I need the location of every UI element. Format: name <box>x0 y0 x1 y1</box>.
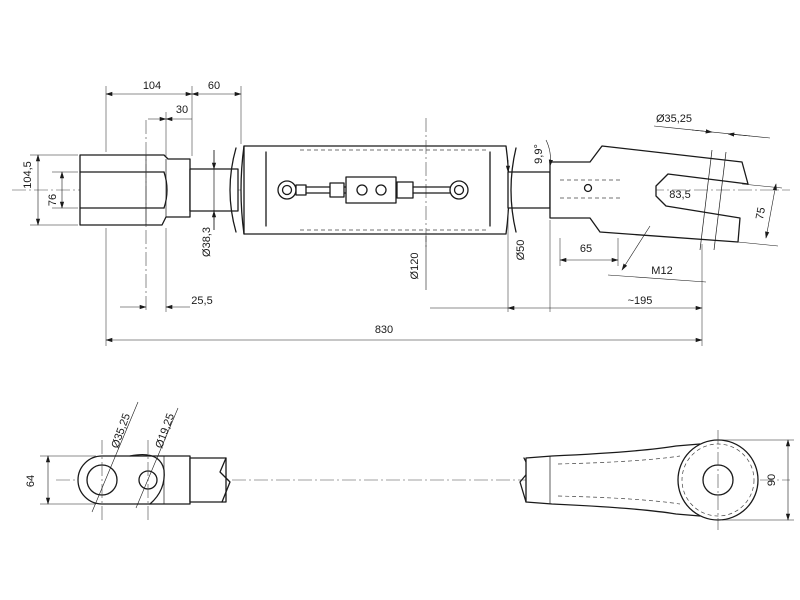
dim-104: 104 <box>143 80 161 92</box>
dim-65: 65 <box>580 243 592 255</box>
dim-d35-25-top: Ø35,25 <box>656 113 692 125</box>
dim-90: 90 <box>766 474 778 486</box>
dim-d35-25-bottom: Ø35,25 <box>109 412 133 450</box>
dim-75: 75 <box>754 206 768 220</box>
bottom-view: Ø35,25 Ø19,25 64 90 <box>25 401 794 530</box>
top-view: 104 60 30 104,5 76 Ø38,3 25,5 830 Ø1 <box>12 80 790 346</box>
dim-104-5: 104,5 <box>22 161 34 189</box>
right-eye-end <box>519 430 759 530</box>
dim-25-5: 25,5 <box>191 295 212 307</box>
dim-60: 60 <box>208 80 220 92</box>
dim-d38-3: Ø38,3 <box>201 227 213 257</box>
left-fork <box>79 120 191 310</box>
dim-83-5: 83,5 <box>669 189 690 201</box>
dim-d19-25: Ø19,25 <box>153 412 177 450</box>
dim-d120: Ø120 <box>409 253 421 280</box>
left-eye-end <box>77 440 231 520</box>
dim-m12: M12 <box>651 265 672 277</box>
dim-30: 30 <box>176 104 188 116</box>
dim-830: 830 <box>375 324 393 336</box>
dim-76: 76 <box>47 194 59 206</box>
dim-64: 64 <box>25 475 37 487</box>
dim-195: ~195 <box>628 295 653 307</box>
dim-9-9-deg: 9,9° <box>533 144 545 164</box>
left-rod <box>189 147 239 233</box>
hydraulic-line <box>277 176 469 204</box>
dim-d50: Ø50 <box>515 240 527 261</box>
right-rod <box>507 147 551 233</box>
right-fork <box>549 145 749 251</box>
